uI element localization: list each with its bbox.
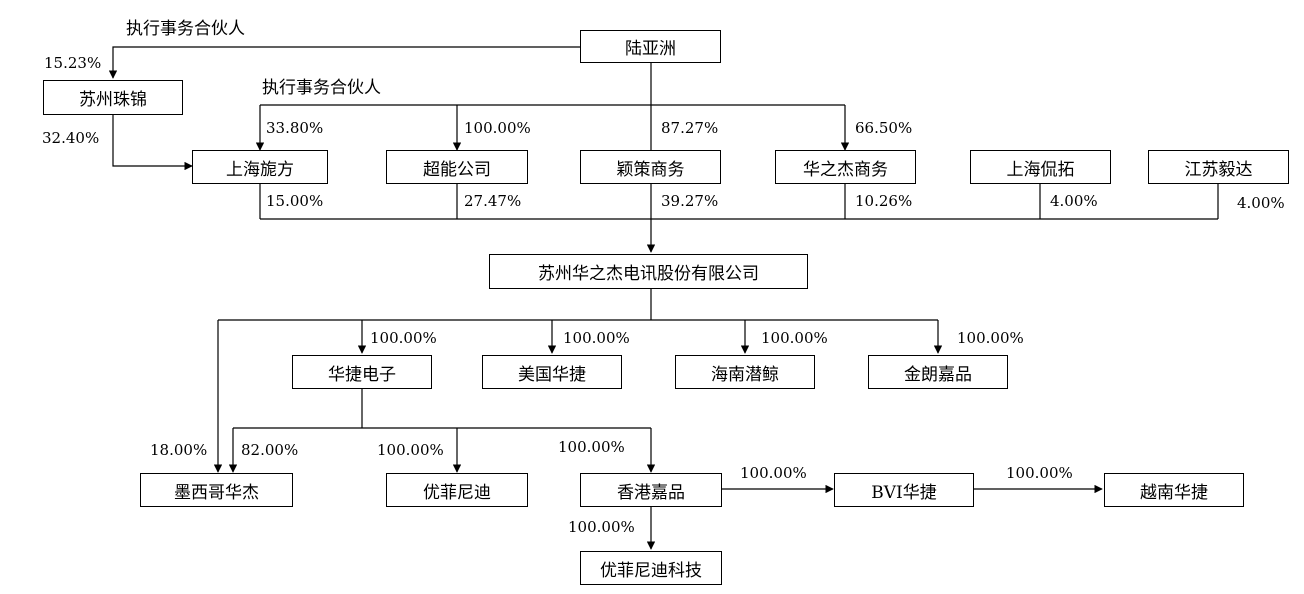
label-yufang-co: 15.00%	[266, 192, 324, 210]
node-xianggang-jiapin: 香港嘉品	[580, 473, 722, 507]
node-huajie-dianzi: 华捷电子	[292, 355, 432, 389]
node-moxige-huajie: 墨西哥华杰	[140, 473, 293, 507]
label-co-jinlang: 100.00%	[957, 329, 1024, 347]
node-huazhijie-shangwu: 华之杰商务	[775, 150, 916, 184]
node-suzhou-zhujin: 苏州珠锦	[43, 80, 183, 115]
node-shanghai-yufang: 上海旎方	[192, 150, 328, 184]
label-chaoneng-co: 27.47%	[464, 192, 522, 210]
node-chaoneng: 超能公司	[386, 150, 528, 184]
label-huajie-xianggang: 100.00%	[558, 438, 625, 456]
label-yingce-co: 39.27%	[661, 192, 719, 210]
label-huajie-moxige: 82.00%	[241, 441, 299, 459]
node-youfeinidi: 优菲尼迪	[386, 473, 528, 507]
node-youfeinidi-keji: 优菲尼迪科技	[580, 551, 722, 585]
label-gp-mid: 执行事务合伙人	[262, 78, 381, 98]
label-bvi-yuenan: 100.00%	[1006, 464, 1073, 482]
label-lu-chaoneng: 100.00%	[464, 119, 531, 137]
label-xianggang-bvi: 100.00%	[740, 464, 807, 482]
label-zhujin-yufang: 32.40%	[42, 129, 100, 147]
label-kantuo-co: 4.00%	[1050, 192, 1098, 210]
node-jinlang-jiapin: 金朗嘉品	[868, 355, 1008, 389]
node-bvi-huajie: BVI华捷	[834, 473, 974, 507]
node-yuenan-huajie: 越南华捷	[1104, 473, 1244, 507]
label-co-meiguo: 100.00%	[563, 329, 630, 347]
label-co-moxige: 18.00%	[150, 441, 208, 459]
label-co-hainan: 100.00%	[761, 329, 828, 347]
label-xianggang-keji: 100.00%	[568, 518, 635, 536]
node-jiangsu-yida: 江苏毅达	[1148, 150, 1289, 184]
node-luyazhou: 陆亚洲	[580, 30, 721, 63]
label-huajie-youfeinidi: 100.00%	[377, 441, 444, 459]
edge-zhujin-yufang	[112, 115, 193, 171]
label-huazhijie-co: 10.26%	[855, 192, 913, 210]
label-yida-co: 4.00%	[1237, 194, 1285, 212]
label-co-huajie: 100.00%	[370, 329, 437, 347]
edge-lu-zhujin	[108, 46, 580, 79]
node-company: 苏州华之杰电讯股份有限公司	[489, 254, 808, 289]
label-lu-zhujin: 15.23%	[44, 54, 102, 72]
node-meiguo-huajie: 美国华捷	[482, 355, 622, 389]
node-hainan-qianjing: 海南潜鲸	[675, 355, 815, 389]
label-lu-huazhijie: 66.50%	[855, 119, 913, 137]
node-shanghai-kantuo: 上海侃拓	[970, 150, 1111, 184]
node-yingce: 颖策商务	[580, 150, 721, 184]
label-lu-yufang: 33.80%	[266, 119, 324, 137]
label-lu-yingce: 87.27%	[661, 119, 719, 137]
label-gp-top: 执行事务合伙人	[126, 19, 245, 39]
